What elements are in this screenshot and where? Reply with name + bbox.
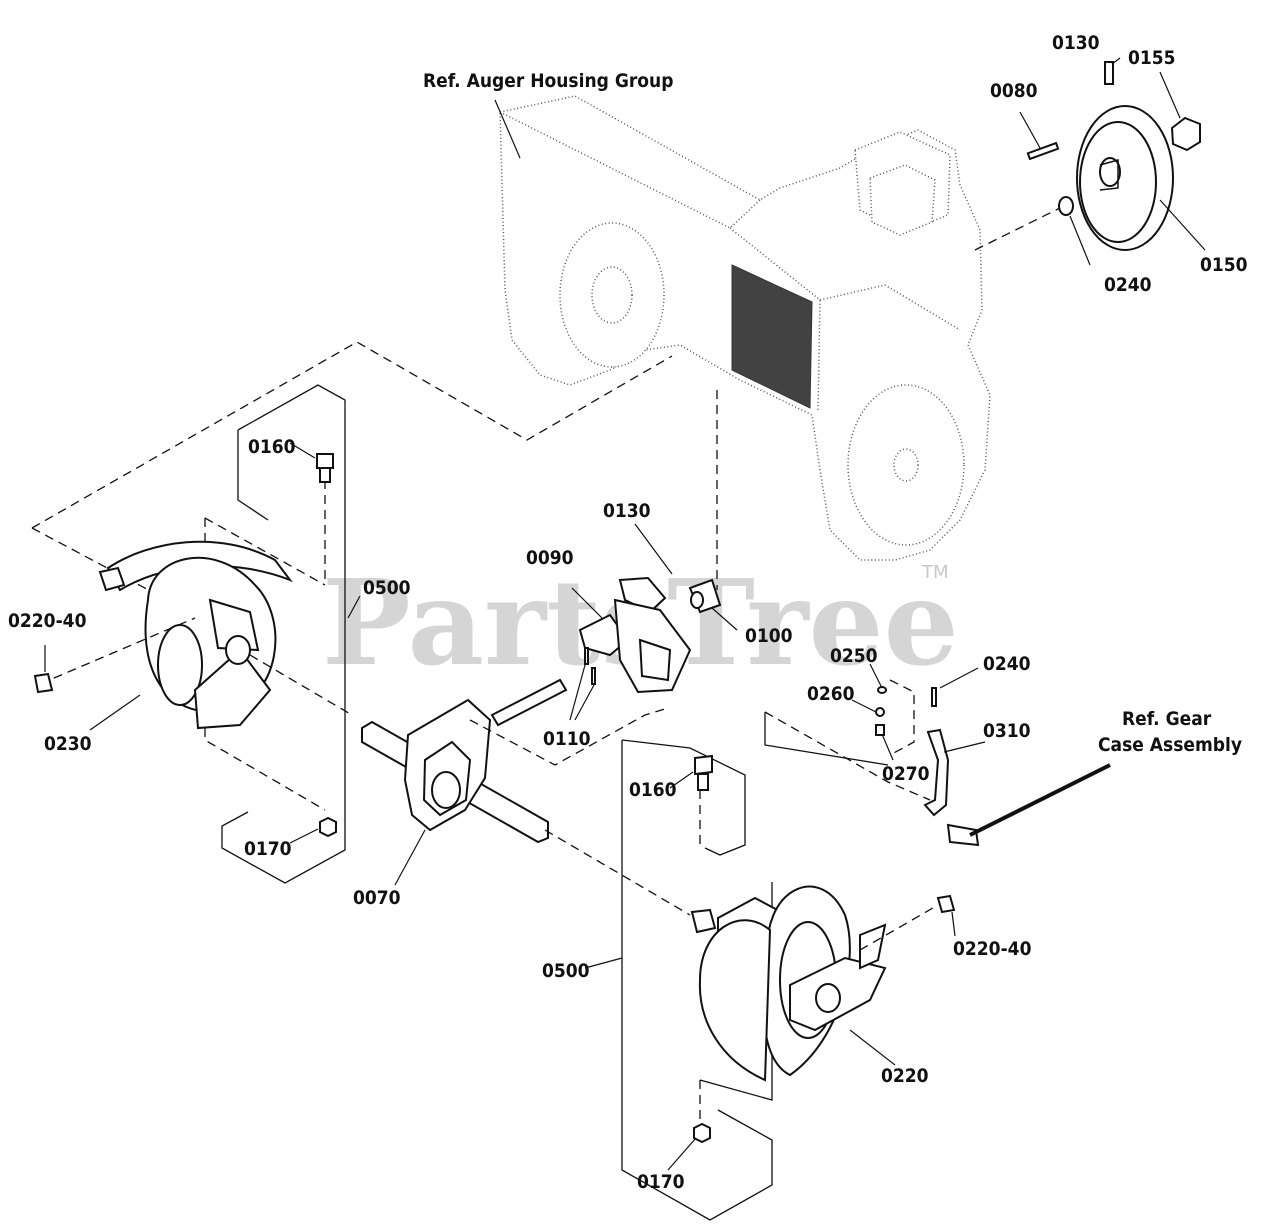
callout-0220: 0220 (881, 1065, 929, 1087)
callout-0130-top: 0130 (1052, 32, 1100, 54)
gear-case (361, 678, 568, 844)
callout-0170-right: 0170 (637, 1171, 685, 1193)
ref-gear-label-line2: Case Assembly (1098, 734, 1242, 756)
callout-0150: 0150 (1200, 254, 1248, 276)
callout-0310: 0310 (983, 720, 1031, 742)
callout-0220-40-right: 0220-40 (953, 938, 1032, 960)
trademark-mark: TM (921, 562, 949, 583)
callout-0160-right: 0160 (629, 779, 677, 801)
callout-0130-mid: 0130 (603, 500, 651, 522)
right-hardware (875, 686, 980, 847)
callout-0260: 0260 (807, 683, 855, 705)
center-bracket (578, 576, 722, 694)
callout-0500-left: 0500 (363, 577, 411, 599)
callout-0250: 0250 (830, 645, 878, 667)
callout-0100: 0100 (745, 625, 793, 647)
callout-0160-left: 0160 (248, 436, 296, 458)
right-auger (690, 754, 956, 1144)
callout-0170-left: 0170 (244, 838, 292, 860)
callout-0220-40-left: 0220-40 (8, 610, 87, 632)
callout-0240-mid: 0240 (983, 653, 1031, 675)
callout-0110: 0110 (543, 728, 591, 750)
ref-auger-housing-label: Ref. Auger Housing Group (423, 70, 673, 92)
pulley-assembly (1026, 61, 1201, 251)
callout-0270: 0270 (882, 763, 930, 785)
callout-0080: 0080 (990, 80, 1038, 102)
callout-0500-right: 0500 (542, 960, 590, 982)
callout-0155: 0155 (1128, 47, 1176, 69)
left-auger (98, 453, 337, 838)
callout-0090: 0090 (526, 547, 574, 569)
callout-0240-top: 0240 (1104, 274, 1152, 296)
callout-0070: 0070 (353, 887, 401, 909)
ref-gear-label-line1: Ref. Gear (1122, 708, 1212, 730)
callout-0230: 0230 (44, 733, 92, 755)
auger-housing-ghost (499, 95, 991, 561)
